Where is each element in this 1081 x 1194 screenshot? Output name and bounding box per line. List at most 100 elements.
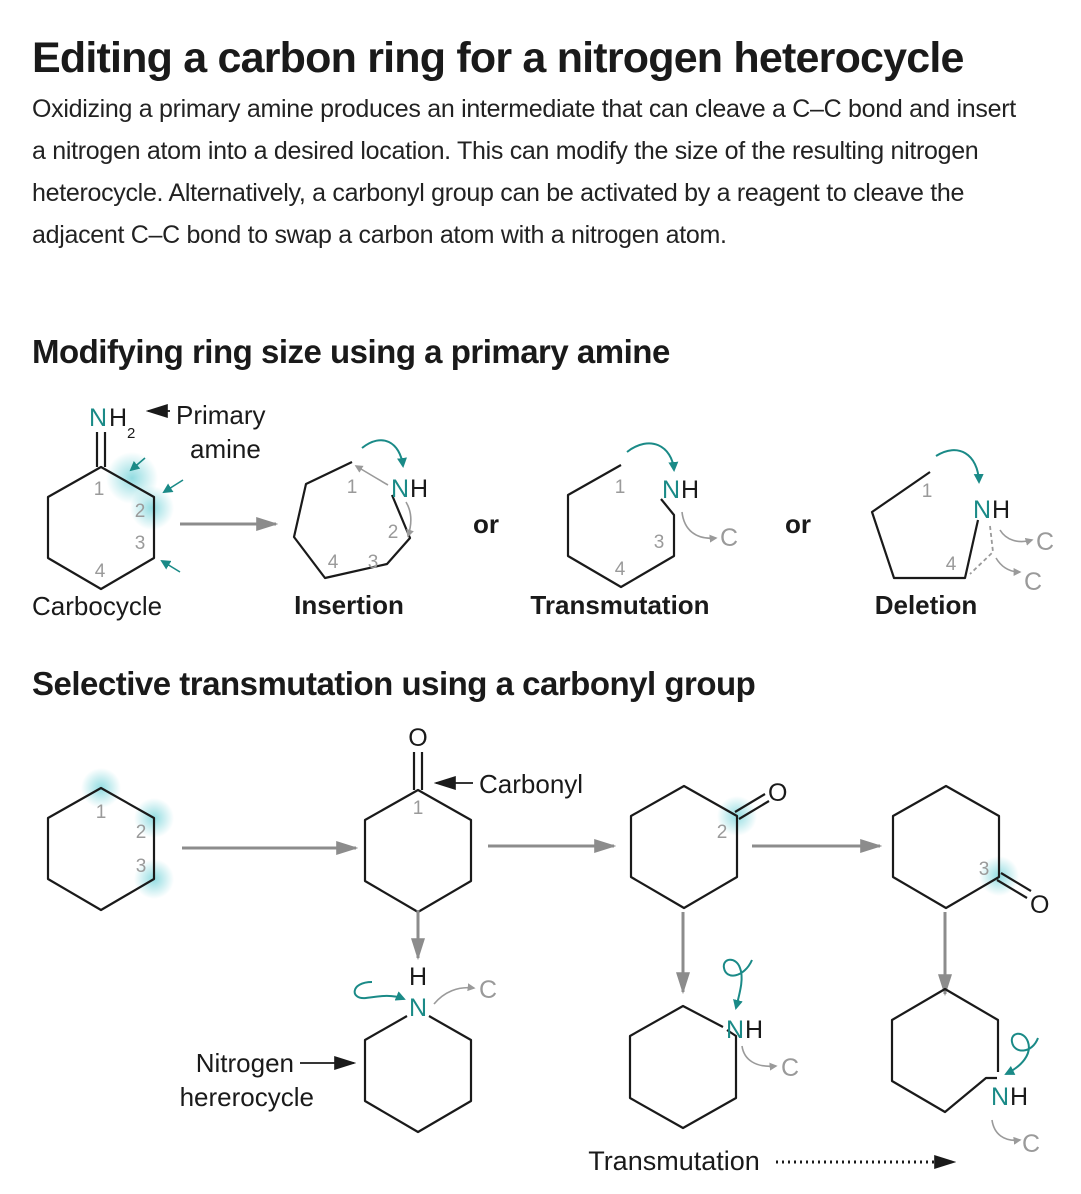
position-number: 3: [368, 552, 379, 573]
position-number: 2: [135, 501, 146, 522]
bond-arrow: [354, 465, 389, 486]
position-number: 1: [922, 481, 933, 502]
nitrogen-insertion-arrow: [626, 442, 679, 472]
deletion-molecule: N H C C 1 4 Deletion: [870, 449, 1054, 620]
transmutation-molecule: N H C 1 3 4 Transmutation: [530, 442, 738, 620]
hydrogen-atom: H: [109, 404, 127, 432]
nitrogen-atom: N: [991, 1083, 1009, 1111]
position-number: 1: [347, 477, 358, 498]
or-label: or: [473, 509, 499, 539]
carbon-leaving-arrow: [999, 529, 1034, 546]
nitrogen-atom: N: [973, 496, 991, 524]
ketone-position-3: O 3: [891, 784, 1049, 919]
oxygen-atom: O: [768, 779, 787, 807]
subscript-two: 2: [127, 425, 135, 442]
reactive-site-glow: [130, 486, 174, 530]
nitrogen-atom: N: [89, 404, 107, 432]
carbonyl-callout: Carbonyl: [479, 769, 583, 799]
carbon-leaving-arrow: [991, 1119, 1022, 1145]
piperidine-ring: [890, 987, 1000, 1114]
carbon-leaving-arrow: [741, 1045, 778, 1071]
position-number: 3: [136, 856, 147, 877]
site-arrow: [160, 559, 181, 573]
leaving-carbon: C: [479, 976, 497, 1004]
piperidine-ring: [566, 464, 676, 589]
carbocycle-label: Carbocycle: [32, 591, 162, 621]
position-number: 2: [136, 822, 147, 843]
position-number: 3: [654, 532, 665, 553]
primary-amine-callout: Primary: [176, 400, 266, 430]
nitrogen-atom: N: [391, 475, 409, 503]
carbocycle-molecule: N H 2 Primary amine 1 2 3 4 Carbocycle: [32, 400, 266, 621]
piperidine-product-2: N H C: [628, 958, 799, 1130]
insertion-label: Insertion: [294, 590, 404, 620]
cyclohexane-ring: [891, 784, 1001, 910]
oxygen-atom: O: [408, 724, 427, 752]
cyclohexane-ring: [629, 784, 739, 910]
cleaved-bond: [969, 525, 994, 575]
page-title: Editing a carbon ring for a nitrogen het…: [32, 34, 964, 82]
position-number: 2: [717, 822, 728, 843]
nitrogen-atom: N: [409, 994, 427, 1022]
leaving-carbon: C: [1022, 1130, 1040, 1158]
position-number: 4: [95, 561, 106, 582]
position-number: 4: [946, 554, 957, 575]
leaving-carbon: C: [781, 1054, 799, 1082]
pyrrolidine-ring: [870, 471, 980, 580]
hydrogen-atom: H: [410, 475, 428, 503]
position-number: 4: [615, 559, 626, 580]
transmutation-label: Transmutation: [530, 590, 709, 620]
or-label: or: [785, 509, 811, 539]
primary-amine-callout: amine: [190, 434, 261, 464]
position-number: 1: [413, 798, 424, 819]
carbon-leaving-arrow: [433, 983, 476, 1005]
carbonyl-double-bond: [734, 793, 766, 813]
hydrogen-atom: H: [1010, 1083, 1028, 1111]
position-number: 3: [979, 859, 990, 880]
nitrogen-insertion-arrow: [353, 981, 406, 1001]
carbonyl-double-bond: [738, 800, 770, 820]
hydrogen-atom: H: [681, 476, 699, 504]
piperidine-product-1: H N C Nitrogen hererocycle: [180, 963, 497, 1134]
section-heading-transmutation: Selective transmutation using a carbonyl…: [32, 665, 756, 702]
nitrogen-insertion-arrow: [361, 439, 407, 468]
transmutation-arrow-label: Transmutation: [588, 1146, 760, 1176]
nitrogen-insertion-arrow: [935, 449, 984, 484]
bond-arrow: [405, 501, 414, 538]
intro-paragraph: Oxidizing a primary amine produces an in…: [32, 95, 1016, 249]
cyclohexane-ring: [46, 465, 156, 591]
carbonyl-double-bond: [1000, 872, 1032, 892]
nitrogen-insertion-arrow: [722, 958, 753, 1010]
section-heading-ring-size: Modifying ring size using a primary amin…: [32, 333, 670, 370]
cyclohexane-ring: [46, 786, 156, 912]
oxygen-atom: O: [1030, 891, 1049, 919]
position-number: 1: [96, 802, 107, 823]
insertion-molecule: N H 1 2 3 4 Insertion: [292, 439, 428, 620]
piperidine-ring: [363, 1015, 473, 1134]
piperidine-ring: [628, 1004, 738, 1130]
hydrogen-atom: H: [745, 1016, 763, 1044]
leaving-carbon: C: [720, 524, 738, 552]
leaving-carbon: C: [1024, 568, 1042, 596]
position-number: 1: [94, 479, 105, 500]
nitrogen-atom: N: [726, 1016, 744, 1044]
deletion-label: Deletion: [875, 590, 978, 620]
nitrogen-atom: N: [662, 476, 680, 504]
nitrogen-heterocycle-callout: Nitrogen: [196, 1048, 294, 1078]
nitrogen-heterocycle-callout: hererocycle: [180, 1082, 314, 1112]
ketone-position-1: O 1 Carbonyl: [363, 724, 583, 914]
position-number: 1: [615, 477, 626, 498]
carbon-leaving-arrow: [681, 511, 718, 543]
hydrogen-atom: H: [409, 963, 427, 991]
nitrogen-insertion-arrow: [1004, 1032, 1039, 1075]
hydrogen-atom: H: [992, 496, 1010, 524]
carbonyl-double-bond: [996, 879, 1028, 899]
position-number: 4: [328, 552, 339, 573]
leaving-carbon: C: [1036, 528, 1054, 556]
site-arrow: [129, 457, 146, 472]
position-number: 3: [135, 533, 146, 554]
carbon-leaving-arrow: [995, 557, 1022, 576]
cyclohexane-start: 1 2 3: [46, 768, 174, 912]
transmutation-indicator: Transmutation: [292, 1146, 957, 1176]
